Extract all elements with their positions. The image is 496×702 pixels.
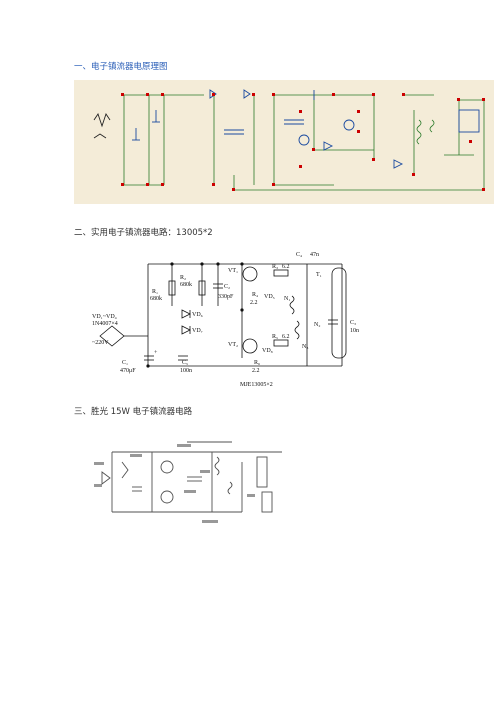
label-r1-value: 680k xyxy=(150,296,162,302)
schematic-1-drawing xyxy=(74,80,494,204)
label-c3: C₃ xyxy=(350,320,356,326)
label-r2: R₂ xyxy=(180,275,186,281)
figure-3-schematic xyxy=(92,432,292,532)
label-r4: R₄ xyxy=(252,292,258,298)
label-r6: R₆ xyxy=(254,360,260,366)
label-n3: N₃ xyxy=(302,344,308,350)
label-r3-value: 6.2 xyxy=(282,264,290,270)
label-c4-value: 47n xyxy=(310,252,319,258)
label-vt2: VT₂ xyxy=(228,342,238,348)
circuit-2-drawing: C₄ 47n T₁ VT₁ R₃ 6.2 R₁ 680k R₂ 680k C₂ … xyxy=(92,252,359,388)
figure-2-circuit: C₄ 47n T₁ VT₁ R₃ 6.2 R₁ 680k R₂ 680k C₂ … xyxy=(92,246,382,398)
label-c1-value: 470μF xyxy=(120,368,136,374)
label-r6-value: 2.2 xyxy=(252,368,260,374)
label-r1: R₁ xyxy=(152,289,158,295)
label-c2: C₂ xyxy=(224,284,230,290)
label-c5: C₅ xyxy=(182,360,188,366)
label-r5-value: 6.2 xyxy=(282,334,290,340)
label-vt1: VT₁ xyxy=(228,268,238,274)
label-vd6: VD₆ xyxy=(192,312,203,318)
label-n2: N₂ xyxy=(314,322,320,328)
label-diode-model: 1N4007×4 xyxy=(92,321,118,327)
label-vd7: VD₇ xyxy=(192,328,203,334)
schematic-3-drawing xyxy=(94,441,282,523)
label-plus: + xyxy=(154,350,158,356)
section-1-heading: 一、电子镇流器电原理图 xyxy=(74,62,168,72)
label-r4-value: 2.2 xyxy=(250,300,258,306)
label-r2-value: 680k xyxy=(180,282,192,288)
label-c3-value: 10n xyxy=(350,328,359,334)
label-vd8: VD₈ xyxy=(262,348,273,354)
label-transistor-model: MJE13005×2 xyxy=(240,382,273,388)
figure-1-schematic xyxy=(74,80,494,204)
label-c2-value: 330pF xyxy=(218,294,234,300)
label-c4: C₄ xyxy=(296,252,302,258)
label-vd-range: VD₁~VD₄ xyxy=(92,314,117,320)
label-c1: C₁ xyxy=(122,360,128,366)
label-r5: R₅ xyxy=(272,334,278,340)
label-vd5: VD₅ xyxy=(264,294,275,300)
section-3-heading: 三、胜光 15W 电子镇流器电路 xyxy=(74,407,193,417)
section-2-heading: 二、实用电子镇流器电路：13005*2 xyxy=(74,228,213,238)
label-c5-value: 100n xyxy=(180,368,192,374)
label-n1: N₁ xyxy=(284,296,290,302)
label-t1: T₁ xyxy=(316,272,322,278)
label-ac-220v: ~220V xyxy=(92,340,109,346)
label-r3: R₃ xyxy=(272,264,278,270)
